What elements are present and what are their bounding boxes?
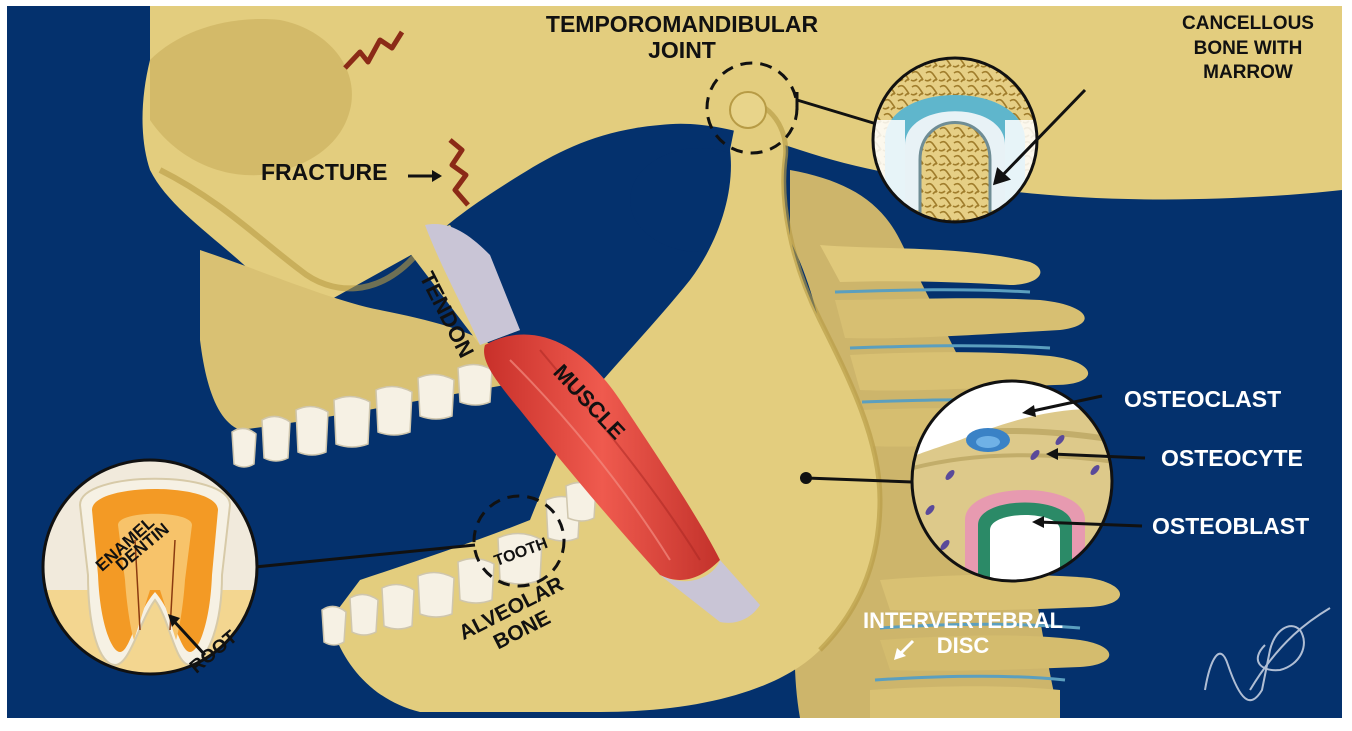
tmj-label: TEMPOROMANDIBULAR JOINT [527, 12, 837, 64]
fracture-label: FRACTURE [261, 160, 388, 186]
cancellous-bone-label: CANCELLOUS BONE WITH MARROW [1170, 12, 1326, 86]
osteoblast-label: OSTEOBLAST [1152, 514, 1309, 540]
intervertebral-disc-label: INTERVERTEBRAL DISC [840, 609, 1086, 658]
osteoclast-label: OSTEOCLAST [1124, 387, 1281, 413]
osteocyte-label: OSTEOCYTE [1161, 446, 1303, 472]
